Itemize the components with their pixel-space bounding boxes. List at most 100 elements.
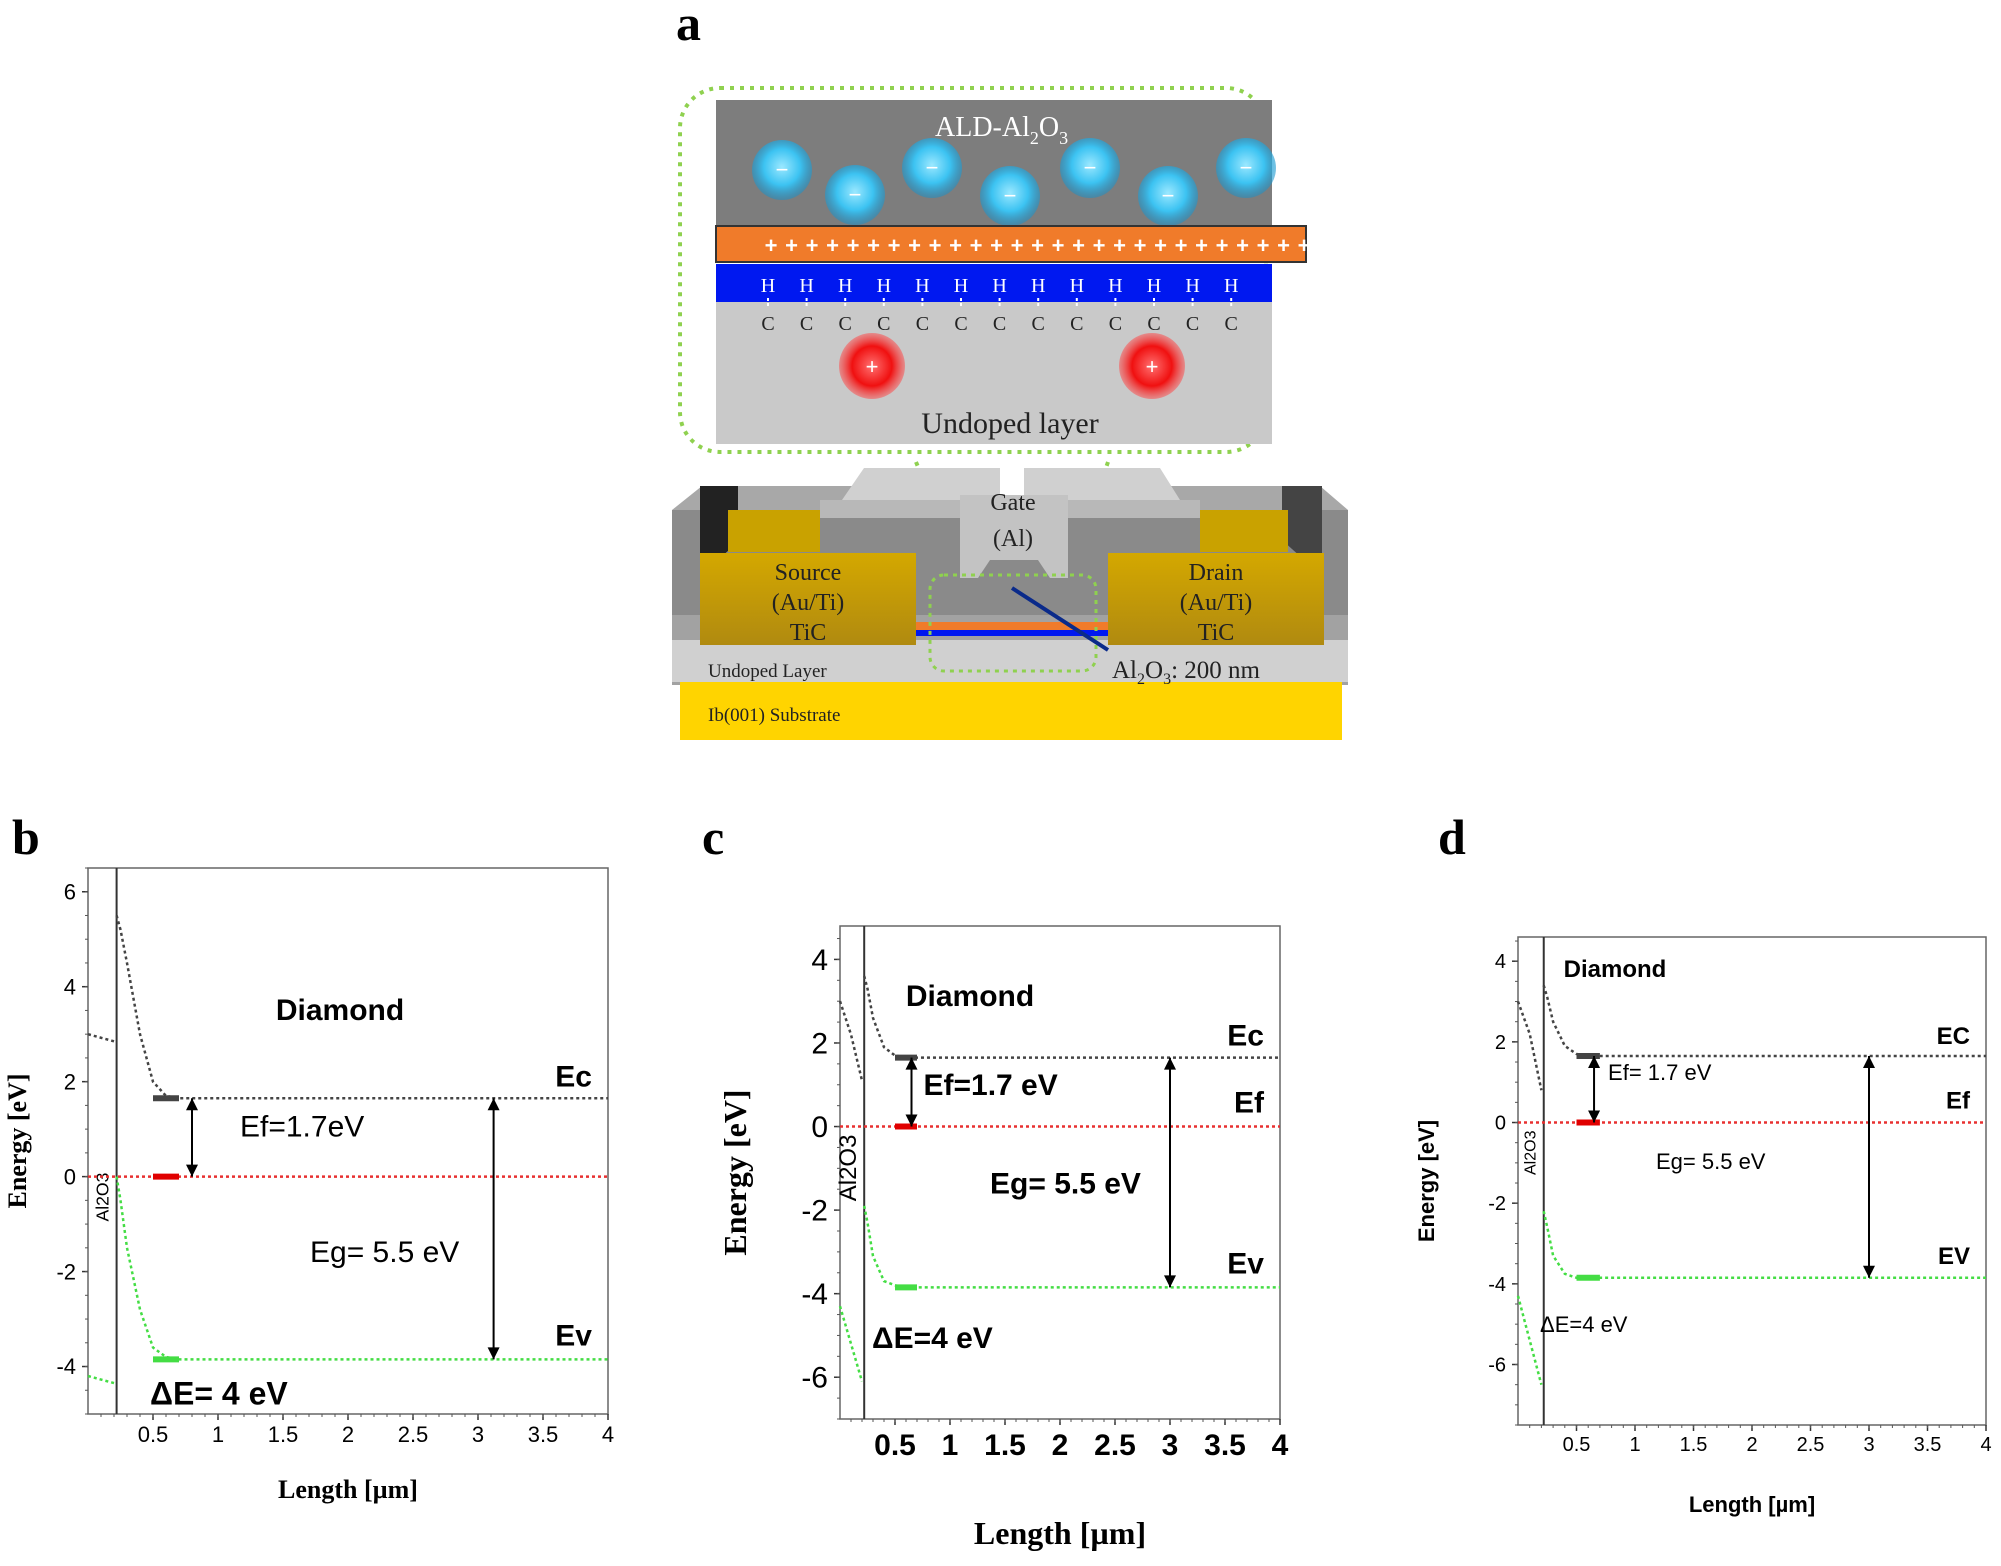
undoped-layer-inset-label: Undoped layer xyxy=(921,407,1098,440)
ef-annotation: Ef=1.7eV xyxy=(240,1110,364,1143)
positive-charge-sign: + xyxy=(826,233,839,258)
channel-inset-box xyxy=(928,573,1098,673)
y-tick-label: 4 xyxy=(64,974,76,999)
positive-charge-sign: + xyxy=(806,233,819,258)
y-tick-label: 0 xyxy=(64,1164,76,1189)
eg-annotation: Eg= 5.5 eV xyxy=(990,1167,1141,1200)
hydrogen-atom: H xyxy=(799,275,813,297)
eg-arrow-head-bottom xyxy=(1164,1275,1176,1288)
negative-charge-sign: − xyxy=(1004,183,1017,208)
x-tick-label: 2 xyxy=(342,1422,354,1447)
svg-text:(Au/Ti): (Au/Ti) xyxy=(1180,590,1252,616)
hole-charge xyxy=(839,333,905,399)
panel-label-a: a xyxy=(676,0,701,51)
hydrogen-terminated-layer xyxy=(716,264,1272,302)
x-tick-label: 2.5 xyxy=(1094,1429,1136,1462)
hydrogen-atom: H xyxy=(1224,275,1238,297)
plot-frame xyxy=(839,925,1281,1420)
source-electrode xyxy=(700,553,916,645)
x-tick-label: 0.5 xyxy=(874,1429,916,1462)
positive-charge-sign: + xyxy=(1072,233,1085,258)
y-tick-label: 2 xyxy=(811,1027,828,1060)
hydrogen-atom: H xyxy=(877,275,891,297)
x-tick-label: 2 xyxy=(1052,1429,1069,1462)
de-annotation: ΔE=4 eV xyxy=(1540,1312,1628,1337)
carbon-atom: C xyxy=(839,313,852,335)
negative-charge xyxy=(1060,138,1120,198)
positive-charge-sign: + xyxy=(970,233,983,258)
gate-electrode xyxy=(960,495,1068,578)
hydrogen-atom: H xyxy=(1108,275,1122,297)
ef-arrow-head-bottom xyxy=(905,1114,918,1127)
panel-label-c: c xyxy=(702,809,725,865)
positive-charge-sign: + xyxy=(929,233,942,258)
x-tick-label: 2.5 xyxy=(1797,1434,1825,1456)
y-tick-label: -6 xyxy=(1488,1355,1506,1377)
series-line-ev xyxy=(838,1305,864,1382)
svg-text:Source: Source xyxy=(775,560,842,586)
y-tick-label: -4 xyxy=(56,1354,76,1379)
series-line-ec xyxy=(115,915,608,1100)
negative-charge xyxy=(980,166,1040,226)
carbon-atom: C xyxy=(1147,313,1160,335)
carbon-atom: C xyxy=(761,313,774,335)
y-tick-label: -6 xyxy=(801,1362,828,1395)
region-label: Diamond xyxy=(906,980,1034,1013)
ef-label: Ef xyxy=(1234,1087,1265,1120)
carbon-atom: C xyxy=(877,313,890,335)
eg-arrow-head-top xyxy=(487,1098,500,1111)
positive-charge-sign: + xyxy=(1257,233,1270,258)
y-tick-label: -2 xyxy=(1488,1193,1506,1215)
positive-charge-sign: + xyxy=(908,233,921,258)
x-axis-label: Length [µm] xyxy=(1689,1492,1815,1517)
x-tick-label: 1 xyxy=(212,1422,224,1447)
gate-label-1: Gate xyxy=(990,490,1035,516)
ev-label: EV xyxy=(1938,1243,1970,1270)
series-line-ec xyxy=(1516,1001,1543,1091)
carbon-atom: C xyxy=(954,313,967,335)
hole-charge xyxy=(1119,333,1185,399)
eg-annotation: Eg= 5.5 eV xyxy=(310,1236,459,1269)
hydrogen-atom: H xyxy=(1147,275,1161,297)
hydrogen-atom: H xyxy=(1070,275,1084,297)
negative-charge xyxy=(1216,138,1276,198)
negative-charge-sign: − xyxy=(849,182,862,207)
de-annotation: ΔE= 4 eV xyxy=(150,1376,288,1412)
carbon-atom: C xyxy=(1109,313,1122,335)
undoped-layer-label: Undoped Layer xyxy=(708,661,827,682)
ef-arrow-head-top xyxy=(186,1098,198,1111)
x-tick-label: 1.5 xyxy=(268,1422,299,1447)
gate-label-2: (Al) xyxy=(993,526,1033,552)
hydrogen-atom: H xyxy=(954,275,968,297)
oxide-label: Al2O3 xyxy=(93,1172,113,1221)
negative-charge xyxy=(752,140,812,200)
ef-annotation: Ef= 1.7 eV xyxy=(1608,1060,1712,1085)
positive-charge-sign: + xyxy=(1216,233,1229,258)
x-tick-label: 1 xyxy=(942,1429,959,1462)
x-tick-label: 3 xyxy=(1162,1429,1179,1462)
x-axis-label: Length [µm] xyxy=(974,1515,1146,1551)
drain-electrode xyxy=(1108,553,1324,645)
ec-label: EC xyxy=(1937,1023,1970,1050)
positive-charge-sign: + xyxy=(949,233,962,258)
svg-text:ALD-Al2O3: ALD-Al2O3 xyxy=(935,112,1068,148)
ev-label: Ev xyxy=(555,1319,592,1352)
hydrogen-atom: H xyxy=(992,275,1006,297)
plot-frame xyxy=(87,867,609,1415)
x-tick-label: 1.5 xyxy=(984,1429,1026,1462)
y-tick-label: 6 xyxy=(64,879,76,904)
x-tick-label: 4 xyxy=(602,1422,614,1447)
eg-arrow-head-top xyxy=(1164,1057,1176,1070)
hydrogen-atom: H xyxy=(761,275,775,297)
carbon-atom: C xyxy=(800,313,813,335)
positive-charge-sign: + xyxy=(847,233,860,258)
negative-charge xyxy=(1138,166,1198,226)
undoped-layer-strip xyxy=(672,640,1348,682)
svg-text:TiC: TiC xyxy=(790,620,827,646)
negative-charges: −−−−−−− xyxy=(752,138,1276,226)
x-axis-label: Length [µm] xyxy=(278,1475,418,1504)
positive-charge-sign: + xyxy=(1236,233,1249,258)
y-axis-label: Energy [eV] xyxy=(1414,1120,1439,1242)
x-tick-label: 4 xyxy=(1980,1434,1991,1456)
